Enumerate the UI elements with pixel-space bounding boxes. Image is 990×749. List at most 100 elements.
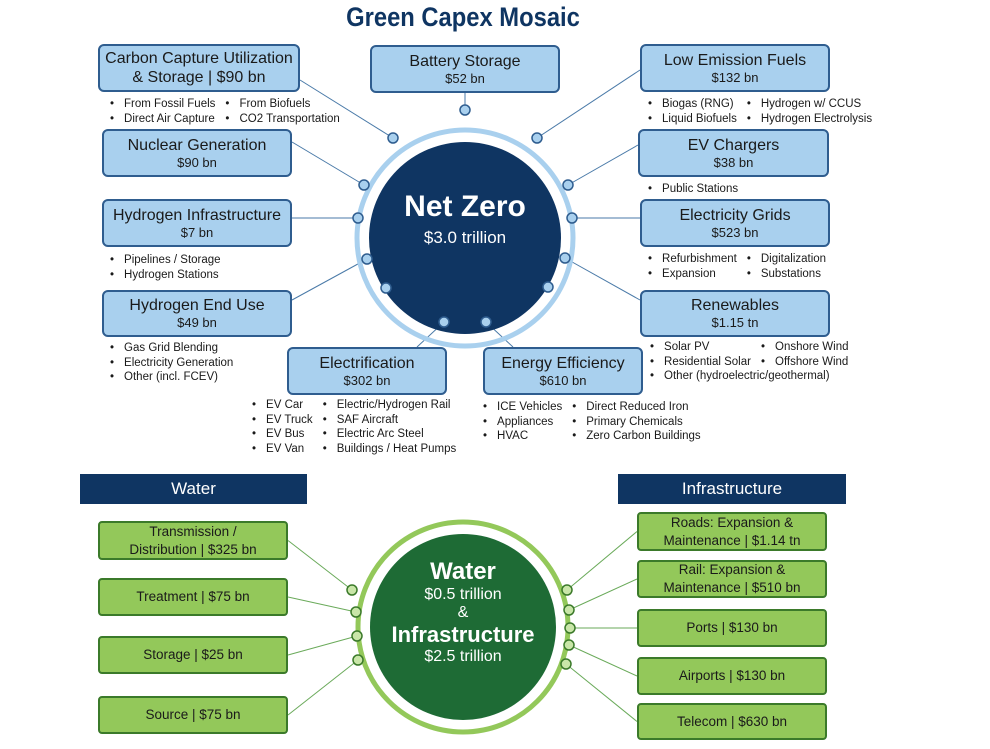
category-box: EV Chargers$38 bn bbox=[638, 129, 829, 177]
category-value: & Storage | $90 bn bbox=[132, 69, 266, 86]
water-item-box: Transmission /Distribution | $325 bn bbox=[98, 521, 288, 560]
connector-line bbox=[567, 144, 639, 186]
water-value: $0.5 trillion bbox=[424, 585, 502, 603]
bullet-item: Biogas (RNG) bbox=[648, 97, 737, 112]
bullet-item: Direct Reduced Iron bbox=[572, 400, 700, 415]
category-box: Energy Efficiency$610 bn bbox=[483, 347, 643, 395]
connector-node bbox=[438, 316, 450, 328]
category-title: Hydrogen Infrastructure bbox=[112, 206, 282, 224]
water-infra-label: Water $0.5 trillion & Infrastructure $2.… bbox=[373, 558, 553, 666]
connector-node bbox=[352, 654, 364, 666]
infra-item-box: Ports | $130 bn bbox=[637, 609, 827, 647]
category-title: Electrification bbox=[319, 354, 415, 372]
connector-node bbox=[561, 584, 573, 596]
connector-line bbox=[536, 69, 641, 139]
connector-line bbox=[291, 258, 368, 301]
category-box: Nuclear Generation$90 bn bbox=[102, 129, 292, 177]
category-title: Renewables bbox=[690, 297, 780, 315]
bullet-item: Liquid Biofuels bbox=[648, 112, 737, 127]
infrastructure-value: $2.5 trillion bbox=[424, 647, 502, 665]
category-value: $132 bn bbox=[711, 69, 759, 85]
bullet-item: Direct Air Capture bbox=[110, 112, 215, 127]
category-title: Low Emission Fuels bbox=[663, 51, 807, 69]
bullet-list: ICE Vehicles Direct Reduced IronAppliance… bbox=[483, 400, 701, 444]
category-title: Energy Efficiency bbox=[501, 354, 625, 372]
connector-node bbox=[563, 639, 575, 651]
net-zero-label: Net Zero $3.0 trillion bbox=[370, 190, 560, 248]
connector-line bbox=[287, 596, 357, 613]
bullet-item: ICE Vehicles bbox=[483, 400, 562, 415]
bullet-list: Biogas (RNG) Hydrogen w/ CCUS Liquid Biofu… bbox=[648, 97, 872, 126]
connector-node bbox=[563, 604, 575, 616]
connector-node bbox=[352, 212, 364, 224]
item-line: Storage | $25 bn bbox=[143, 647, 243, 663]
bullet-item: CO2 Transportation bbox=[225, 112, 339, 127]
bullet-item: Onshore Wind bbox=[761, 340, 849, 355]
bullet-item: Buildings / Heat Pumps bbox=[323, 442, 457, 457]
category-value: $302 bn bbox=[343, 372, 391, 388]
water-item-box: Treatment | $75 bn bbox=[98, 578, 288, 616]
bullet-list: RefurbishmentDigitalizationExpansionSubs… bbox=[648, 252, 826, 281]
item-line: Maintenance | $1.14 tn bbox=[663, 532, 801, 548]
category-value: $7 bn bbox=[180, 224, 214, 240]
category-value: $38 bn bbox=[713, 154, 754, 170]
item-line: Transmission / bbox=[149, 523, 237, 539]
category-title: Electricity Grids bbox=[679, 206, 791, 224]
bullet-item: Electric Arc Steel bbox=[323, 427, 457, 442]
connector-node bbox=[380, 282, 392, 294]
water-item-box: Source | $75 bn bbox=[98, 696, 288, 734]
item-line: Maintenance | $510 bn bbox=[663, 580, 801, 595]
category-title: Battery Storage bbox=[409, 52, 521, 70]
bullet-list: Public Stations bbox=[648, 182, 738, 197]
connector-node bbox=[566, 212, 578, 224]
bullet-item: HVAC bbox=[483, 429, 562, 444]
infrastructure-title: Infrastructure bbox=[391, 622, 535, 648]
connector-line bbox=[299, 79, 394, 139]
bullet-item: Appliances bbox=[483, 415, 562, 430]
net-zero-ring bbox=[354, 127, 576, 349]
connector-line bbox=[287, 635, 358, 656]
connector-line bbox=[568, 644, 638, 677]
connector-node bbox=[562, 179, 574, 191]
connector-node bbox=[350, 606, 362, 618]
item-line: Treatment | $75 bn bbox=[136, 589, 250, 605]
connector-node bbox=[559, 252, 571, 264]
category-box: Hydrogen Infrastructure$7 bn bbox=[102, 199, 292, 247]
item-line: Ports | $130 bn bbox=[686, 620, 778, 636]
bullet-item: Zero Carbon Buildings bbox=[572, 429, 700, 444]
net-zero-value: $3.0 trillion bbox=[423, 228, 507, 247]
infra-item-box: Telecom | $630 bn bbox=[637, 703, 827, 740]
bullet-list: Solar PV Onshore WindResidential Solar Off… bbox=[650, 340, 849, 384]
ampersand: & bbox=[457, 603, 469, 621]
connector-node bbox=[351, 630, 363, 642]
bullet-item: Refurbishment bbox=[648, 252, 737, 267]
water-infra-circle bbox=[370, 534, 556, 720]
category-box: Renewables$1.15 tn bbox=[640, 290, 830, 337]
bullet-item: Hydrogen Electrolysis bbox=[747, 112, 872, 127]
water-title: Water bbox=[430, 558, 496, 585]
page-title: Green Capex Mosaic bbox=[346, 2, 580, 32]
bullet-item: Primary Chemicals bbox=[572, 415, 700, 430]
bullet-item: Offshore Wind bbox=[761, 355, 849, 370]
bullet-item: From Fossil Fuels bbox=[110, 97, 215, 112]
category-title: Carbon Capture Utilization bbox=[105, 49, 293, 67]
bullet-item: SAF Aircraft bbox=[323, 413, 457, 428]
category-box: Electricity Grids$523 bn bbox=[640, 199, 830, 247]
category-value: $52 bn bbox=[445, 70, 485, 86]
infrastructure-header: Infrastructure bbox=[618, 474, 846, 504]
bullet-item: Other (hydroelectric/geothermal) bbox=[650, 369, 849, 384]
category-value: $1.15 tn bbox=[711, 315, 759, 331]
category-title: Hydrogen End Use bbox=[129, 297, 265, 315]
connector-node bbox=[361, 253, 373, 265]
bullet-item: Solar PV bbox=[650, 340, 751, 355]
infra-item-box: Airports | $130 bn bbox=[637, 657, 827, 695]
category-box: Low Emission Fuels$132 bn bbox=[640, 44, 830, 92]
bullet-item: Residential Solar bbox=[650, 355, 751, 370]
bullet-item: Public Stations bbox=[648, 182, 738, 197]
bullet-item: Hydrogen w/ CCUS bbox=[747, 97, 872, 112]
item-line: Rail: Expansion & bbox=[678, 562, 786, 578]
connector-line bbox=[568, 578, 638, 611]
connector-node bbox=[480, 316, 492, 328]
connector-node bbox=[358, 179, 370, 191]
